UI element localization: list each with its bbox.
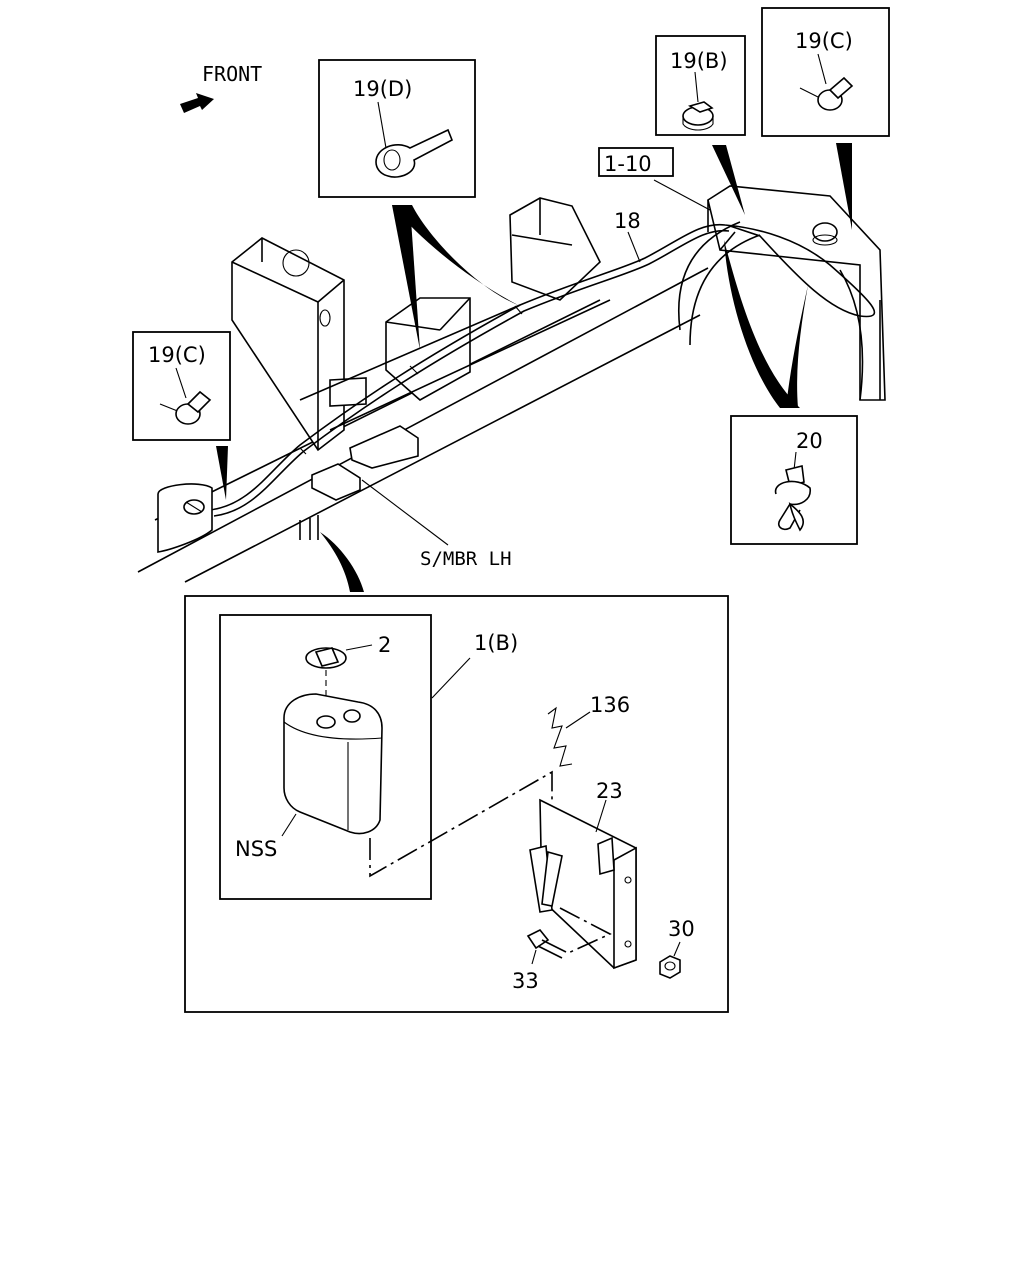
label-19b: 19(B): [670, 49, 728, 73]
bracket-23-icon: [529, 798, 637, 970]
label-33: 33: [512, 969, 539, 993]
label-19d: 19(D): [353, 77, 412, 101]
leader-19d-2: [392, 205, 518, 305]
hose-18: [209, 223, 876, 517]
clip-19b-icon: [682, 71, 714, 131]
label-1-10: 1-10: [604, 152, 652, 176]
label-19c-top: 19(C): [795, 29, 853, 53]
label-19c-left: 19(C): [148, 343, 206, 367]
label-23: 23: [596, 779, 623, 803]
clip-19d-icon: [375, 101, 454, 178]
assembly-line-tank-bracket: [369, 770, 553, 878]
leader-19b: [712, 145, 745, 215]
front-label: FRONT: [202, 62, 262, 86]
leader-nss: [281, 813, 297, 837]
wire-136-icon: [547, 706, 591, 767]
label-20: 20: [796, 429, 823, 453]
bolt-33-icon: [526, 928, 567, 965]
clamp-20-icon: [774, 451, 811, 532]
leader-19d: [392, 205, 420, 350]
clip-19c-left-icon: [159, 367, 212, 425]
label-18: 18: [614, 209, 641, 233]
label-nss: NSS: [235, 837, 277, 861]
label-1b: 1(B): [474, 631, 518, 655]
clip-19c-top-icon: [799, 53, 854, 111]
washer-tank-icon: [283, 693, 383, 835]
label-2: 2: [378, 633, 391, 657]
detail-box-19c-top: [761, 7, 890, 137]
leader-20: [724, 240, 800, 408]
nut-30-icon: [659, 941, 681, 979]
cap-2-icon: [305, 644, 373, 712]
leader-tank: [320, 532, 364, 592]
reservoir-bottle-left: [157, 483, 213, 553]
leader-smbr: [361, 479, 449, 546]
leader-20-2: [786, 285, 808, 408]
front-arrow-icon: [180, 93, 214, 113]
label-136: 136: [590, 693, 630, 717]
leader-1b: [431, 657, 471, 699]
label-side-member: S/MBR LH: [420, 548, 512, 570]
label-30: 30: [668, 917, 695, 941]
ref-box-1-10: [598, 147, 674, 177]
leader-18: [627, 231, 641, 263]
leader-19c-top: [836, 143, 852, 230]
leader-1-10: [653, 179, 711, 211]
assembly-line-bolt: [559, 907, 612, 955]
chassis-frame: [137, 197, 709, 583]
radiator-assembly: [678, 185, 886, 401]
leader-19c-left: [216, 446, 228, 500]
